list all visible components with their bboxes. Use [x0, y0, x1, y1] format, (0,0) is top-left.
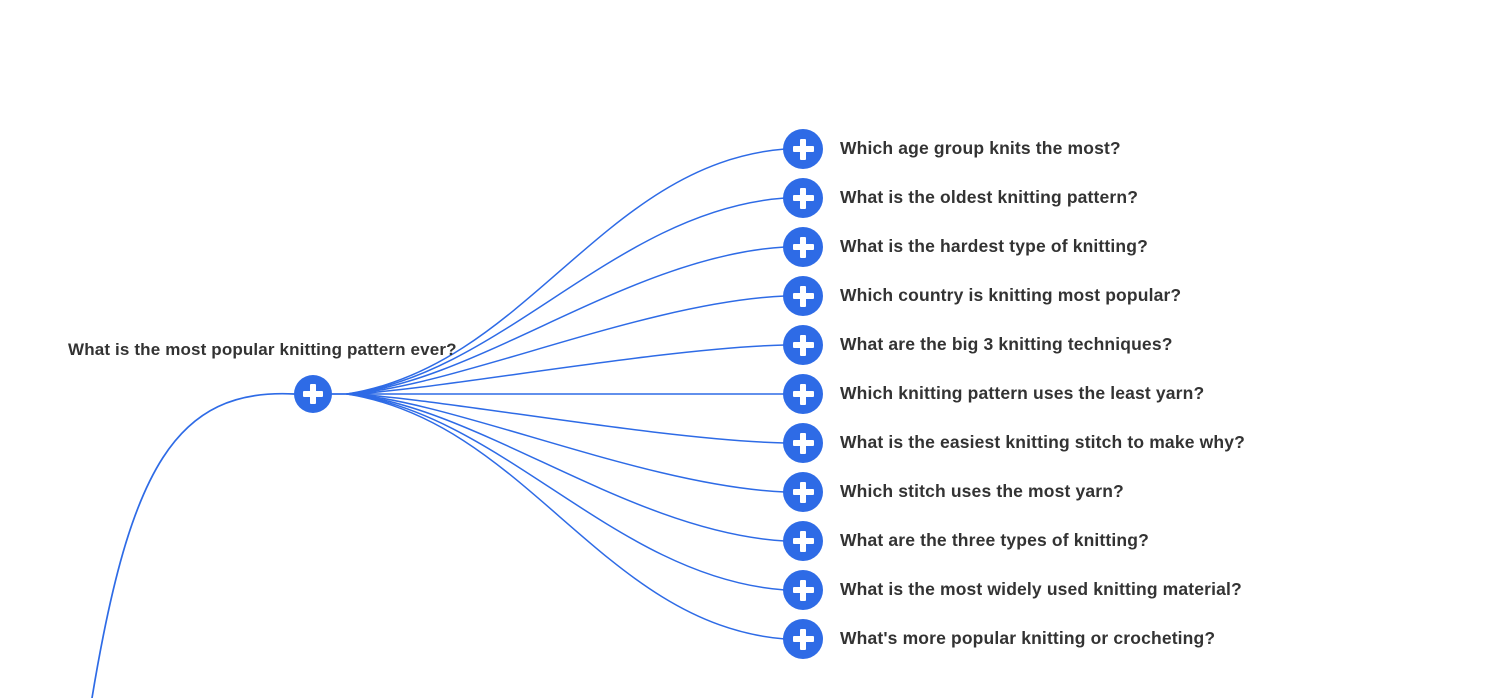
plus-icon [310, 384, 316, 404]
plus-icon [800, 481, 806, 503]
edge-root-to-child-10 [346, 393, 786, 591]
child-node-2[interactable] [783, 178, 823, 218]
plus-icon [800, 138, 806, 160]
plus-icon [800, 383, 806, 405]
edge-root-to-child-7 [346, 393, 786, 444]
plus-icon [800, 285, 806, 307]
edge-root-to-child-8 [346, 393, 786, 493]
child-node-label-5: What are the big 3 knitting techniques? [840, 334, 1173, 354]
child-node-7[interactable] [783, 423, 823, 463]
edge-root-to-child-9 [346, 393, 786, 542]
edge-root-to-child-2 [346, 197, 786, 395]
child-node-label-3: What is the hardest type of knitting? [840, 236, 1148, 256]
child-node-5[interactable] [783, 325, 823, 365]
edge-root-to-child-11 [346, 393, 786, 640]
child-node-8[interactable] [783, 472, 823, 512]
child-node-label-11: What's more popular knitting or crocheti… [840, 628, 1216, 648]
child-node-label-9: What are the three types of knitting? [840, 530, 1149, 550]
child-node-label-10: What is the most widely used knitting ma… [840, 579, 1242, 599]
child-node-label-4: Which country is knitting most popular? [840, 285, 1182, 305]
child-node-9[interactable] [783, 521, 823, 561]
child-node-1[interactable] [783, 129, 823, 169]
child-node-label-8: Which stitch uses the most yarn? [840, 481, 1124, 501]
child-node-3[interactable] [783, 227, 823, 267]
child-node-label-7: What is the easiest knitting stitch to m… [840, 432, 1245, 452]
plus-icon [800, 628, 806, 650]
plus-icon [800, 187, 806, 209]
incoming-edge [91, 392, 295, 698]
edge-root-to-child-5 [346, 344, 786, 395]
plus-icon [800, 579, 806, 601]
child-node-label-6: Which knitting pattern uses the least ya… [840, 383, 1205, 403]
edge-root-to-child-3 [346, 246, 786, 395]
child-node-10[interactable] [783, 570, 823, 610]
root-node-label: What is the most popular knitting patter… [68, 340, 457, 359]
plus-icon [800, 334, 806, 356]
plus-icon [800, 236, 806, 258]
child-node-4[interactable] [783, 276, 823, 316]
root-node[interactable] [294, 375, 332, 413]
child-node-11[interactable] [783, 619, 823, 659]
plus-icon [800, 530, 806, 552]
edge-root-to-child-4 [346, 295, 786, 395]
plus-icon [800, 432, 806, 454]
edge-root-to-child-1 [346, 148, 786, 395]
child-node-label-2: What is the oldest knitting pattern? [840, 187, 1139, 207]
child-node-label-1: Which age group knits the most? [840, 138, 1121, 158]
child-node-6[interactable] [783, 374, 823, 414]
